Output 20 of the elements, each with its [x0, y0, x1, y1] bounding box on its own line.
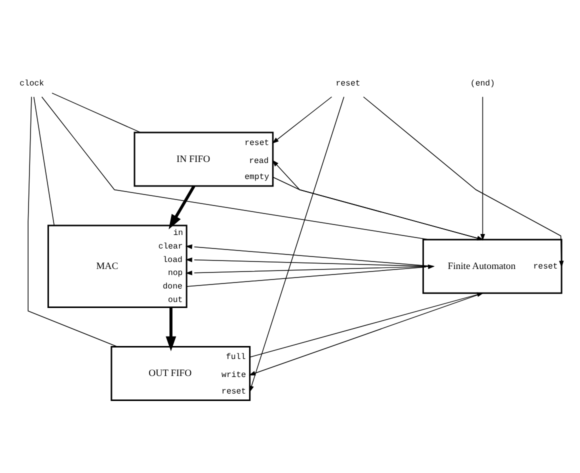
arrow [249, 96, 344, 392]
arrow [480, 96, 486, 240]
node-text: clock [20, 78, 44, 88]
node-box: IN FIFO reset read empty [134, 131, 274, 186]
arrow [363, 96, 564, 268]
connector [41, 96, 430, 240]
arrow [185, 266, 434, 275]
node-box: OUT FIFO full write reset [110, 346, 251, 401]
connector [28, 96, 118, 347]
arrow [168, 184, 196, 229]
connector [33, 96, 55, 226]
node-text: (end) [470, 78, 495, 88]
node-box: MAC in clear load nop done out [47, 224, 188, 308]
connector [52, 92, 141, 132]
arrow [249, 292, 484, 358]
arrow [248, 292, 484, 375]
arrow [272, 96, 332, 144]
node-box: Finite Automaton reset [422, 238, 562, 294]
node-text: reset [336, 78, 360, 88]
arrow [166, 306, 176, 351]
